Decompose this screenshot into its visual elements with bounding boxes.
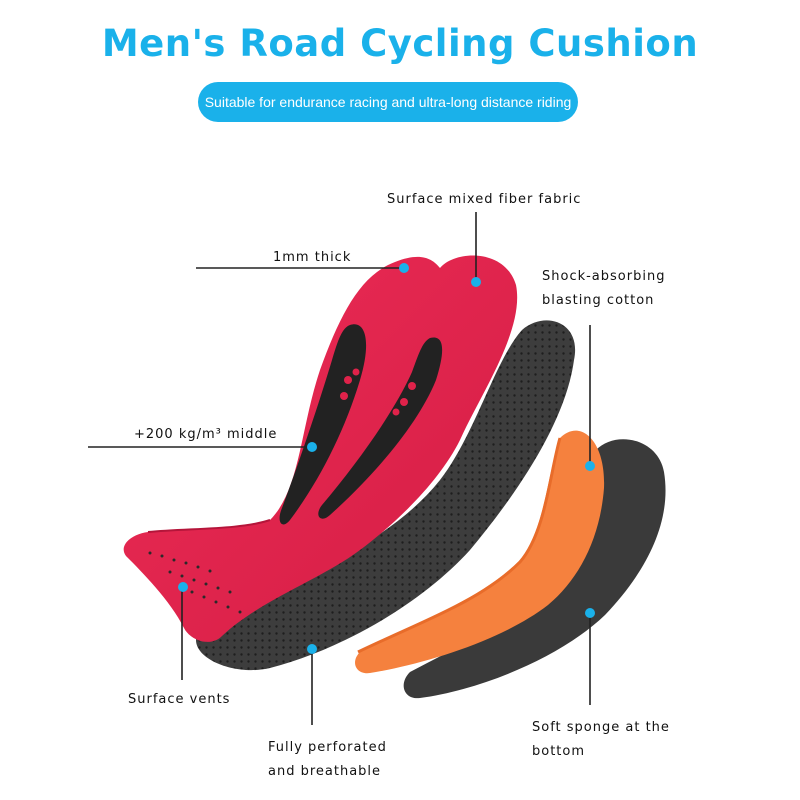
label-perforated-line2: and breathable xyxy=(268,764,382,779)
pad-groove-left xyxy=(279,324,367,525)
subtitle-badge: Suitable for endurance racing and ultra-… xyxy=(198,82,578,122)
label-perforated-line1: Fully perforated xyxy=(268,740,387,755)
page-title: Men's Road Cycling Cushion xyxy=(101,22,699,65)
orange-shock-layer xyxy=(355,430,605,674)
label-density: +200 kg/m³ middle xyxy=(134,427,278,442)
surface-vent-holes xyxy=(148,551,242,614)
label-surface-fabric: Surface mixed fiber fabric xyxy=(387,192,582,207)
leader-lines xyxy=(88,212,591,725)
label-bottom-line2: bottom xyxy=(532,744,586,759)
label-bottom-line1: Soft sponge at the xyxy=(532,720,670,735)
label-vents: Surface vents xyxy=(128,692,231,707)
label-shock-line2: blasting cotton xyxy=(542,293,655,308)
marker-dots xyxy=(178,263,595,654)
label-shock-line1: Shock-absorbing xyxy=(542,269,666,284)
label-thickness: 1mm thick xyxy=(273,250,352,265)
